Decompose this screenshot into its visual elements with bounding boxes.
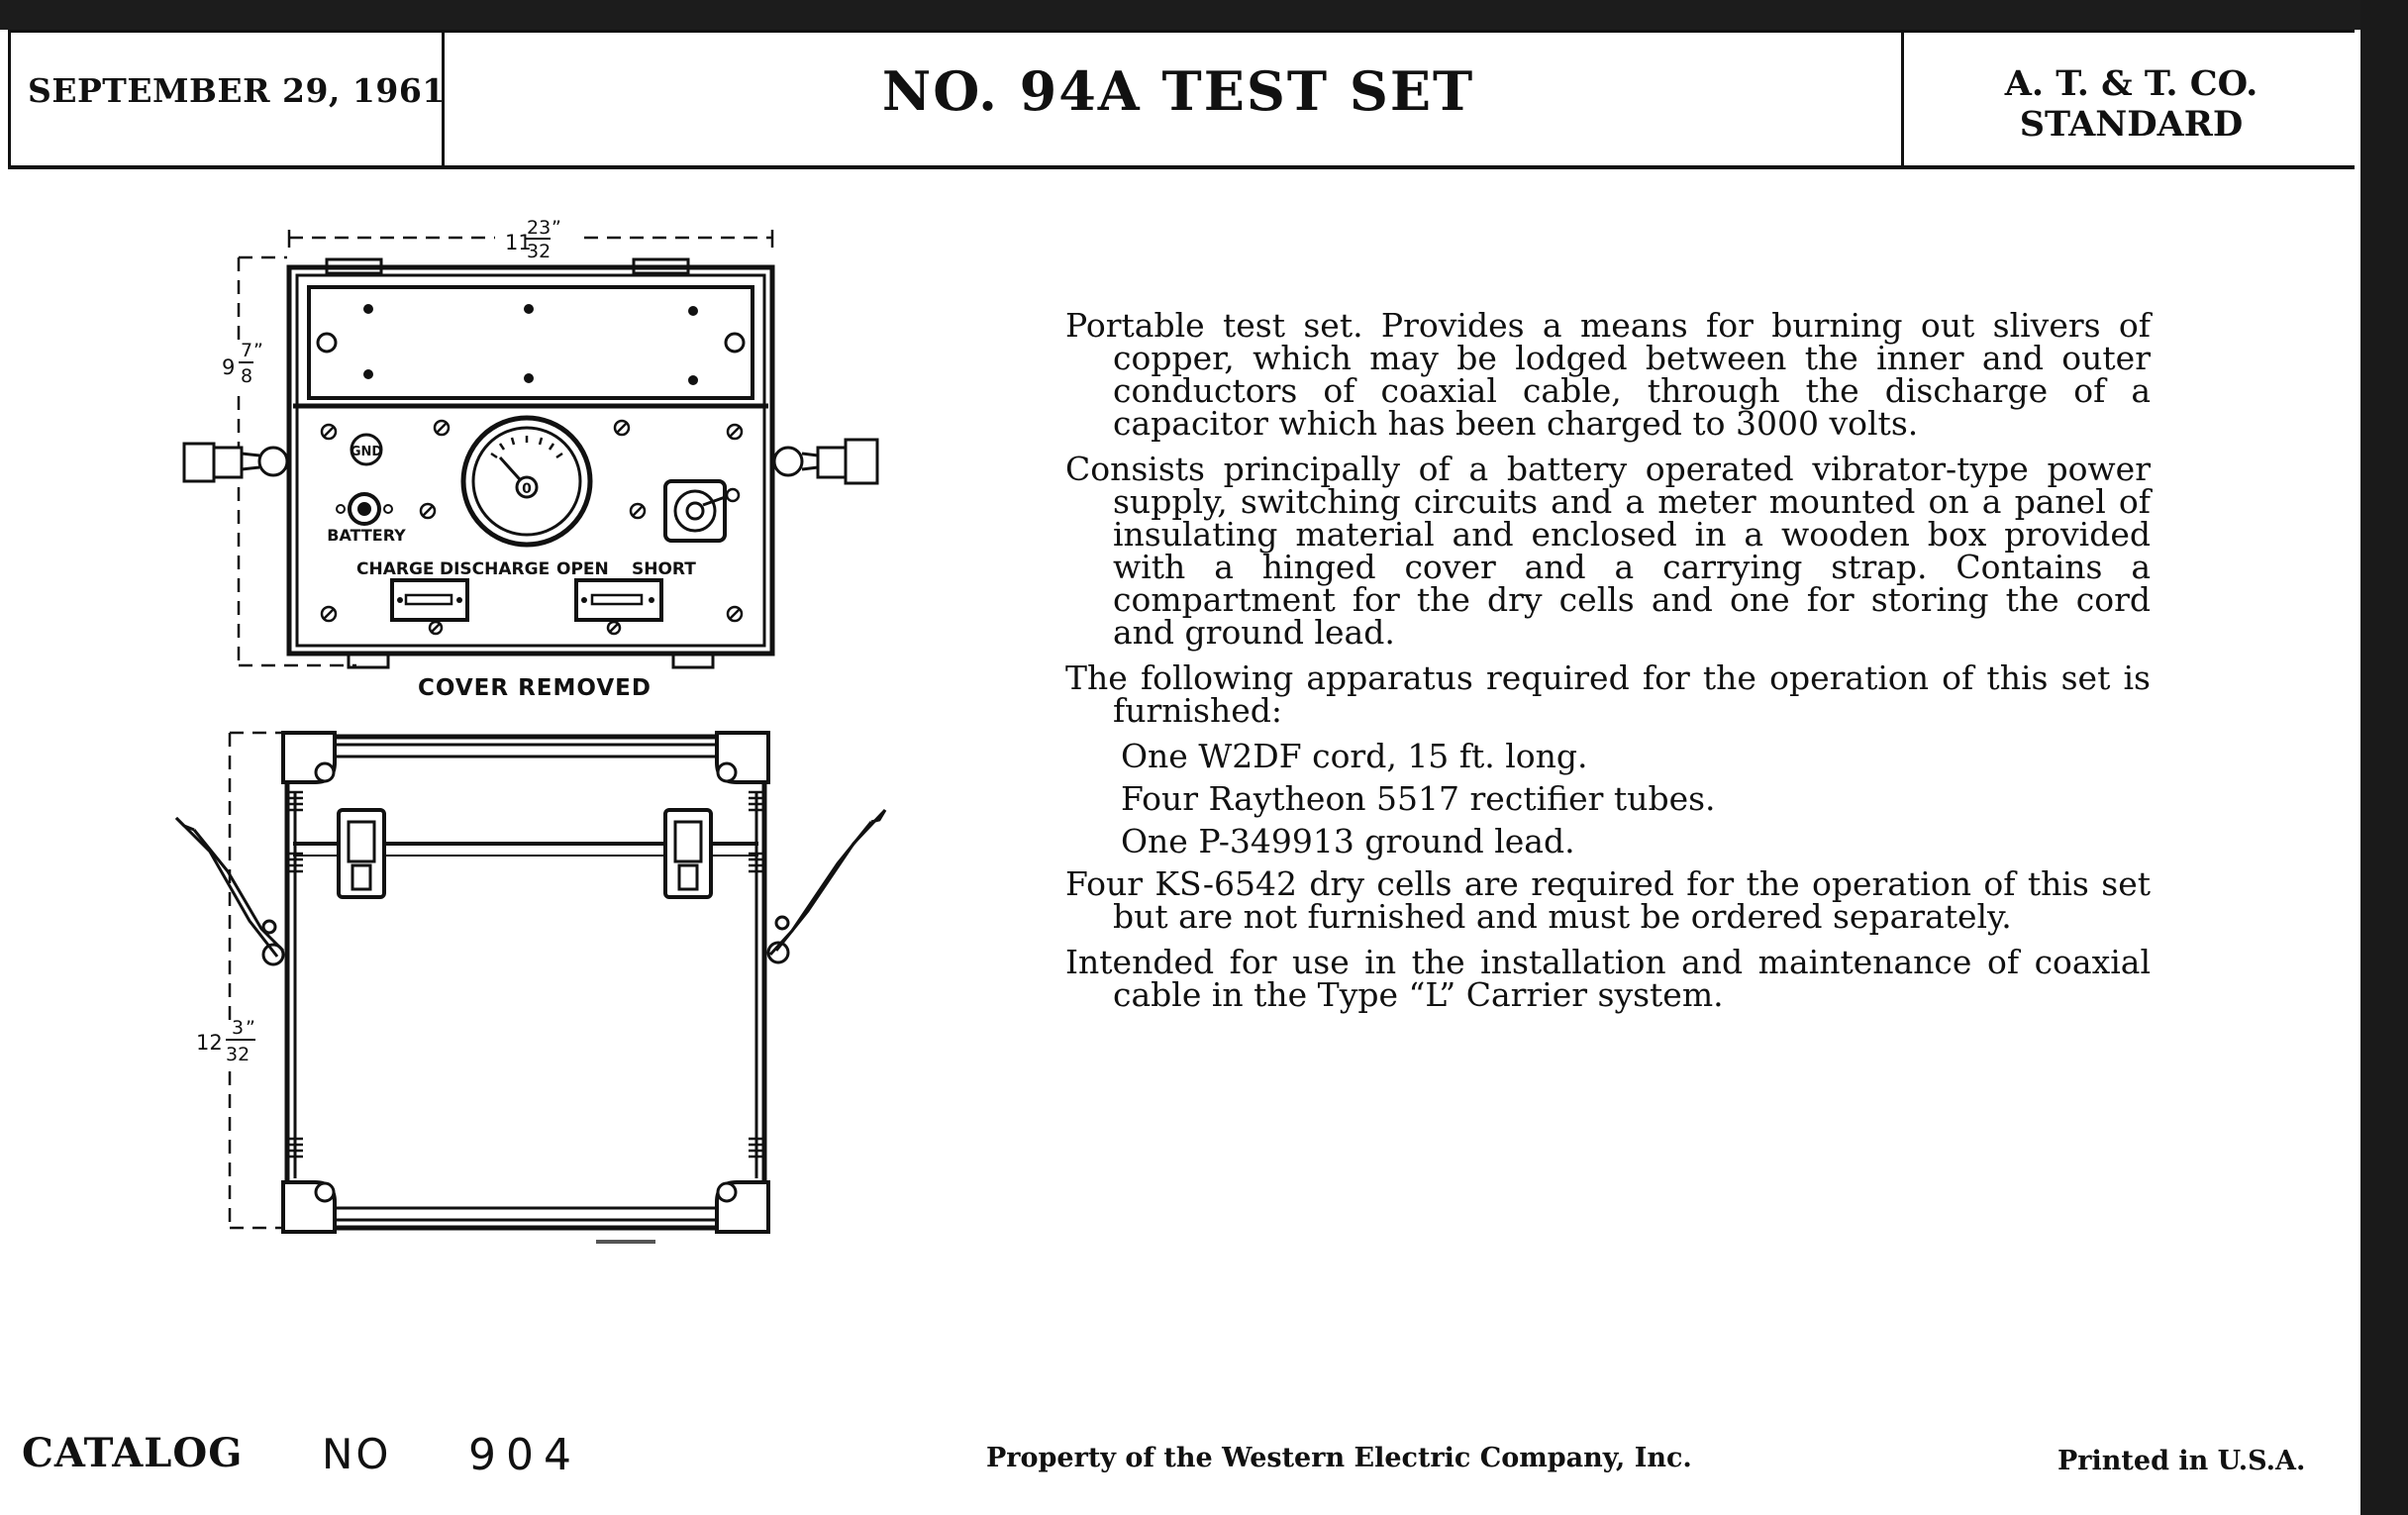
open-label: OPEN bbox=[556, 559, 609, 579]
height-top-whole: 9 bbox=[222, 355, 235, 379]
gnd-label: GND bbox=[351, 445, 383, 459]
short-label: SHORT bbox=[632, 559, 696, 579]
scan-edge-right bbox=[2360, 0, 2408, 1515]
furnished-item-3: One P-349913 ground lead. bbox=[1121, 822, 1575, 860]
description-para-3: The following apparatus required for the… bbox=[1065, 658, 2151, 730]
panel-screws bbox=[363, 304, 698, 385]
right-strap-buckle-icon bbox=[772, 438, 879, 485]
height-top-den: 8 bbox=[241, 365, 252, 387]
output-connector-icon bbox=[663, 479, 741, 543]
meter-icon bbox=[460, 415, 593, 548]
header-rule-bottom bbox=[8, 165, 2355, 169]
description-para-5: Intended for use in the installation and… bbox=[1065, 943, 2151, 1014]
footer-printed-notice: Printed in U.S.A. bbox=[2057, 1446, 2306, 1476]
charge-discharge-switch bbox=[390, 578, 469, 622]
description-para-4: Four KS-6542 dry cells are required for … bbox=[1065, 864, 2151, 936]
width-dimension-mark: ” bbox=[552, 217, 561, 239]
meter-label: 0 bbox=[522, 481, 532, 497]
open-short-switch bbox=[574, 578, 663, 622]
footer-catalog-label: CATALOG bbox=[22, 1430, 244, 1476]
scan-edge-top bbox=[0, 0, 2408, 30]
carrying-strap-left-icon bbox=[174, 816, 285, 966]
header-standard: A. T. & T. CO. STANDARD bbox=[1906, 63, 2357, 145]
cover-removed-label: COVER REMOVED bbox=[418, 675, 652, 701]
furnished-item-1: One W2DF cord, 15 ft. long. bbox=[1121, 737, 1588, 775]
width-dimension-whole: 11 bbox=[505, 231, 532, 254]
footer-catalog-number: 904 bbox=[468, 1430, 581, 1480]
header-date: SEPTEMBER 29, 1961 bbox=[28, 71, 446, 110]
page-title: NO. 94A TEST SET bbox=[881, 59, 1475, 123]
description-para-2: Consists principally of a battery operat… bbox=[1065, 450, 2151, 652]
header-rule-top bbox=[8, 30, 2355, 33]
battery-label: BATTERY bbox=[327, 526, 406, 545]
header-divider-1 bbox=[442, 30, 445, 169]
height-dimension-line-top bbox=[237, 255, 356, 667]
header-standard-line2: STANDARD bbox=[2019, 104, 2244, 145]
gnd-terminal bbox=[350, 433, 383, 466]
height-top-mark: ” bbox=[253, 340, 263, 361]
description-para-1: Portable test set. Provides a means for … bbox=[1065, 306, 2151, 443]
discharge-label: DISCHARGE bbox=[440, 559, 550, 579]
footer-property-notice: Property of the Western Electric Company… bbox=[986, 1443, 1692, 1473]
header-divider-left-edge bbox=[8, 30, 11, 169]
cover-latch-left-icon bbox=[337, 808, 386, 899]
header-divider-2 bbox=[1901, 30, 1904, 169]
left-strap-buckle-icon bbox=[182, 442, 289, 483]
height-bottom-num: 3 bbox=[232, 1017, 244, 1039]
cover-latch-right-icon bbox=[663, 808, 713, 899]
charge-label: CHARGE bbox=[356, 559, 435, 579]
width-dimension-num: 23 bbox=[527, 217, 551, 239]
width-dimension-den: 32 bbox=[527, 241, 551, 262]
panel-box-outline bbox=[286, 264, 775, 656]
description: Portable test set. Provides a means for … bbox=[1065, 309, 2151, 1024]
upper-compartment bbox=[307, 285, 754, 400]
header-standard-line1: A. T. & T. CO. bbox=[2004, 63, 2258, 104]
footer-no-label: NO bbox=[322, 1430, 392, 1478]
height-dimension-line-bottom bbox=[228, 731, 283, 1230]
height-top-num: 7 bbox=[241, 340, 252, 361]
height-bottom-den: 32 bbox=[226, 1044, 250, 1065]
height-bottom-mark: ” bbox=[246, 1017, 255, 1039]
height-bottom-whole: 12 bbox=[196, 1031, 223, 1055]
carrying-strap-right-icon bbox=[766, 808, 887, 964]
furnished-item-2: Four Raytheon 5517 rectifier tubes. bbox=[1121, 779, 1716, 818]
